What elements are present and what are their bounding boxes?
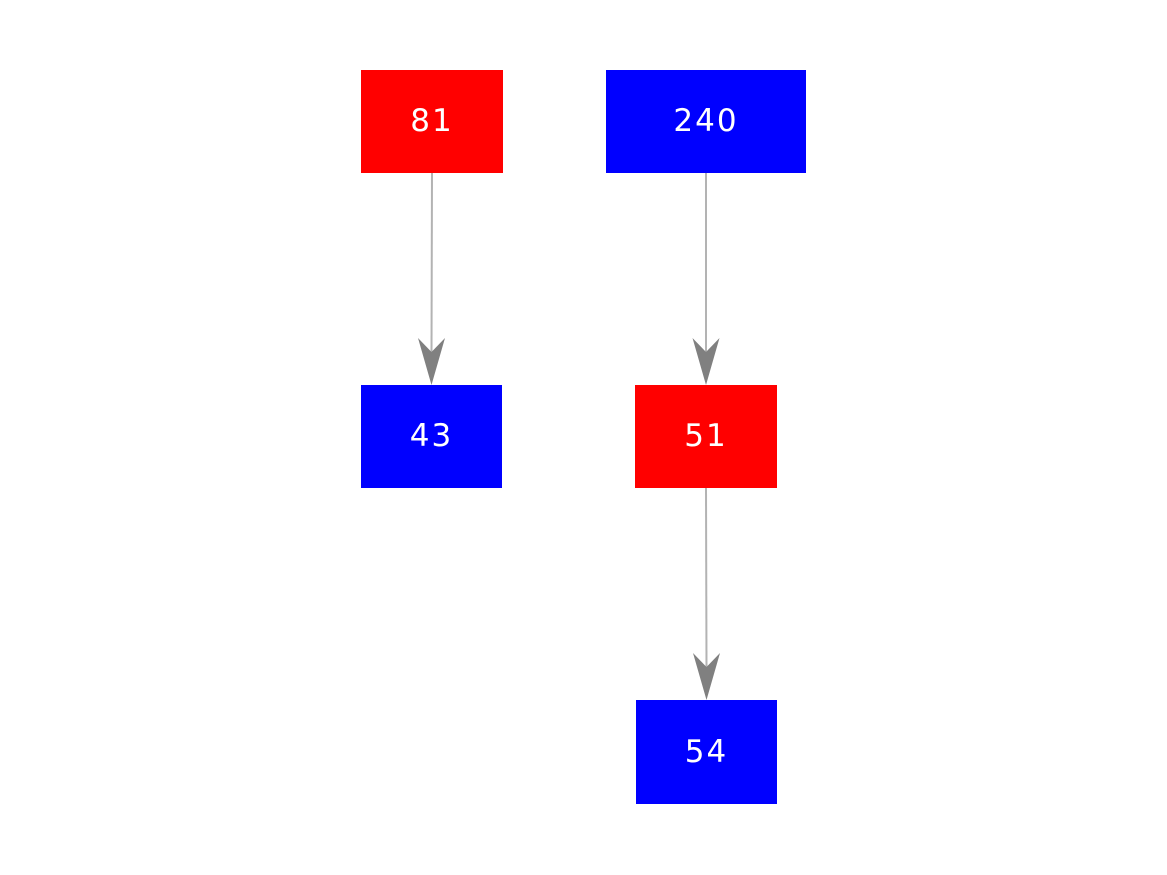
diagram-node-54: 54 [636, 700, 777, 804]
node-label: 81 [410, 103, 454, 139]
node-label: 240 [673, 103, 739, 139]
edge-line [705, 487, 708, 668]
edge-arrowhead-icon [692, 338, 720, 385]
edge-arrowhead-icon [418, 338, 445, 385]
diagram-node-81: 81 [361, 70, 503, 173]
edge-line [430, 172, 433, 353]
node-label: 51 [684, 418, 728, 454]
diagram-node-240: 240 [606, 70, 806, 173]
node-label: 43 [409, 418, 454, 454]
diagram-node-51: 51 [635, 385, 777, 488]
diagram-node-43: 43 [361, 385, 502, 488]
node-label: 54 [684, 733, 729, 770]
edge-arrowhead-icon [693, 653, 720, 700]
